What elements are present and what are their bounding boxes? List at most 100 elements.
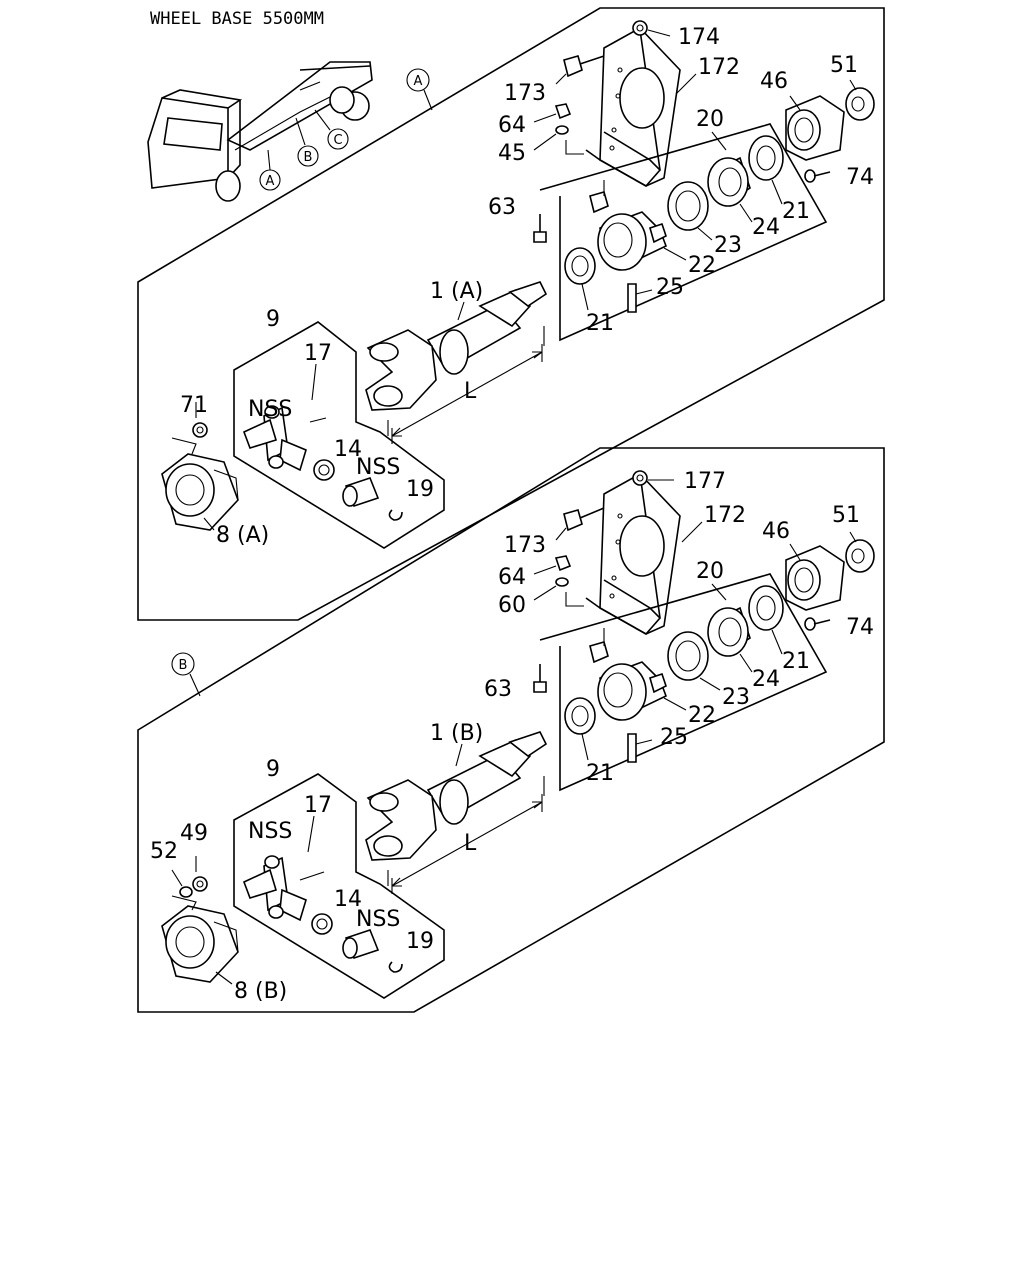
label-8a: 8 (A) — [216, 523, 269, 548]
bolt-63-b — [533, 664, 547, 693]
bearing-23-a — [667, 181, 709, 231]
label-24-a: 24 — [752, 215, 780, 240]
svg-text:A: A — [266, 174, 275, 189]
label-74-b: 74 — [846, 615, 874, 640]
label-49-b: 49 — [180, 821, 208, 846]
label-nss-b-bottom: NSS — [356, 907, 400, 932]
ujoint-subframe-a — [233, 321, 445, 549]
bearing-cup-14-a — [313, 459, 335, 481]
label-22-a: 22 — [688, 253, 716, 278]
bearing-subframe-a — [539, 123, 828, 342]
seal-21-b-left — [564, 697, 596, 735]
label-1a: 1 (A) — [430, 279, 483, 304]
label-21-a-right: 21 — [782, 199, 810, 224]
nipple-25-a — [627, 283, 653, 313]
nut-177-b — [632, 470, 674, 486]
washer-51-a — [845, 79, 875, 121]
dimension-l-b — [387, 776, 545, 894]
truck-overview — [147, 61, 373, 202]
marker-a-truck: A — [259, 169, 281, 191]
nut-64-b — [533, 555, 572, 575]
bolt-63-a — [533, 214, 547, 243]
bushing-nss-b — [342, 929, 380, 959]
label-46-a: 46 — [760, 69, 788, 94]
flange-46-a — [785, 95, 845, 161]
flange-yoke-8b — [161, 905, 239, 983]
label-172-b: 172 — [704, 503, 746, 528]
label-74-a: 74 — [846, 165, 874, 190]
label-71-a: 71 — [180, 393, 208, 418]
label-17-b: 17 — [304, 793, 332, 818]
section-a-marker: A — [406, 68, 433, 111]
label-19-a: 19 — [406, 477, 434, 502]
label-21-a-left: 21 — [586, 311, 614, 336]
label-14-b: 14 — [334, 887, 362, 912]
label-nss-a-top: NSS — [248, 397, 292, 422]
svg-text:C: C — [333, 133, 342, 148]
flange-46-b — [785, 543, 845, 611]
label-9-a: 9 — [266, 307, 280, 332]
label-63-a: 63 — [488, 195, 516, 220]
bearing-24-a — [707, 156, 751, 207]
washer-60-b — [533, 577, 584, 607]
bolt-74-a — [804, 169, 831, 183]
bolt-74-b — [804, 617, 831, 631]
seal-21-a-left — [564, 247, 596, 285]
washer-51-b — [845, 531, 875, 573]
bearing-23-b — [667, 631, 709, 681]
svg-text:B: B — [304, 150, 313, 165]
section-b-frame — [137, 447, 885, 1013]
section-b-marker: B — [171, 652, 201, 697]
snap-ring-19-a — [388, 509, 403, 521]
washer-45-a — [533, 125, 584, 155]
housing-22-a — [589, 180, 668, 271]
nut-174-a — [632, 20, 671, 37]
label-19-b: 19 — [406, 929, 434, 954]
label-173-a: 173 — [504, 81, 546, 106]
bearing-subframe-b — [539, 573, 828, 792]
label-17-a: 17 — [304, 341, 332, 366]
label-174-a: 174 — [678, 25, 720, 50]
label-64-b: 64 — [498, 565, 526, 590]
snap-ring-19-b — [388, 961, 403, 973]
label-20-a: 20 — [696, 107, 724, 132]
label-21-b-left: 21 — [586, 761, 614, 786]
bearing-cup-14-b — [311, 913, 333, 935]
label-21-b-right: 21 — [782, 649, 810, 674]
nipple-25-b — [627, 733, 653, 763]
nut-49-b — [171, 856, 208, 911]
nut-71-a — [171, 402, 208, 455]
label-60-b: 60 — [498, 593, 526, 618]
label-14-a: 14 — [334, 437, 362, 462]
label-172-a: 172 — [698, 55, 740, 80]
ujoint-cross-b — [242, 855, 325, 922]
bracket-172-b — [585, 473, 681, 636]
bracket-172-a — [585, 27, 681, 188]
bushing-nss-a — [342, 477, 380, 507]
label-nss-b-top: NSS — [248, 819, 292, 844]
svg-text:A: A — [414, 74, 423, 89]
marker-b-truck: B — [297, 145, 319, 167]
label-20-b: 20 — [696, 559, 724, 584]
nut-64-a — [533, 103, 572, 123]
label-52-b: 52 — [150, 839, 178, 864]
label-l-a: L — [464, 379, 477, 404]
label-25-b: 25 — [660, 725, 688, 750]
label-173-b: 173 — [504, 533, 546, 558]
label-nss-a-bottom: NSS — [356, 455, 400, 480]
marker-c-truck: C — [327, 128, 349, 150]
label-51-b: 51 — [832, 503, 860, 528]
bolt-173-b — [555, 507, 605, 541]
label-46-b: 46 — [762, 519, 790, 544]
section-a-frame — [137, 7, 885, 621]
label-22-b: 22 — [688, 703, 716, 728]
bearing-24-b — [707, 606, 751, 657]
diagram-title: WHEEL BASE 5500MM — [150, 9, 324, 29]
svg-text:B: B — [179, 658, 188, 673]
label-64-a: 64 — [498, 113, 526, 138]
label-45-a: 45 — [498, 141, 526, 166]
label-177-b: 177 — [684, 469, 726, 494]
seal-21-a-right — [748, 135, 784, 181]
housing-22-b — [589, 628, 668, 721]
